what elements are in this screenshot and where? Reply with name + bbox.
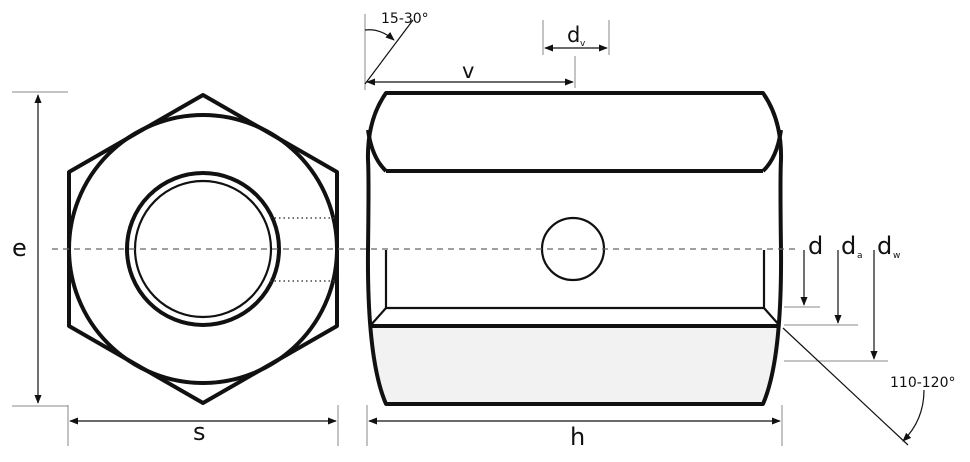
dimension-h: h bbox=[366, 405, 783, 451]
side-outline bbox=[365, 91, 784, 406]
dimension-countersink-angle: 110-120° bbox=[782, 327, 956, 446]
label-h: h bbox=[570, 423, 585, 451]
dimension-chamfer-angle: 15-30° bbox=[364, 11, 429, 85]
dimension-dv: d v bbox=[542, 20, 610, 55]
countersink-circle bbox=[125, 171, 281, 327]
countersink-shade bbox=[369, 326, 781, 403]
label-dv-sub: v bbox=[580, 39, 586, 49]
upper-flat-line bbox=[366, 129, 783, 173]
dimension-d-series: d d a d w bbox=[784, 232, 900, 362]
label-dw-sub: w bbox=[893, 251, 900, 261]
label-e: e bbox=[12, 234, 27, 262]
dimension-e: e bbox=[8, 91, 68, 407]
label-s: s bbox=[193, 418, 206, 446]
label-da-sub: a bbox=[857, 251, 863, 261]
label-dv: d bbox=[567, 23, 580, 47]
label-d: d bbox=[808, 232, 823, 260]
side-view bbox=[365, 91, 784, 406]
label-da: d bbox=[841, 232, 856, 260]
dimension-v: v bbox=[364, 14, 576, 90]
label-v: v bbox=[462, 59, 474, 83]
dimension-s: s bbox=[67, 405, 339, 446]
hex-outline bbox=[67, 93, 339, 405]
label-countersink-angle: 110-120° bbox=[890, 375, 956, 391]
label-dw: d bbox=[877, 232, 892, 260]
label-chamfer-angle: 15-30° bbox=[381, 11, 429, 27]
